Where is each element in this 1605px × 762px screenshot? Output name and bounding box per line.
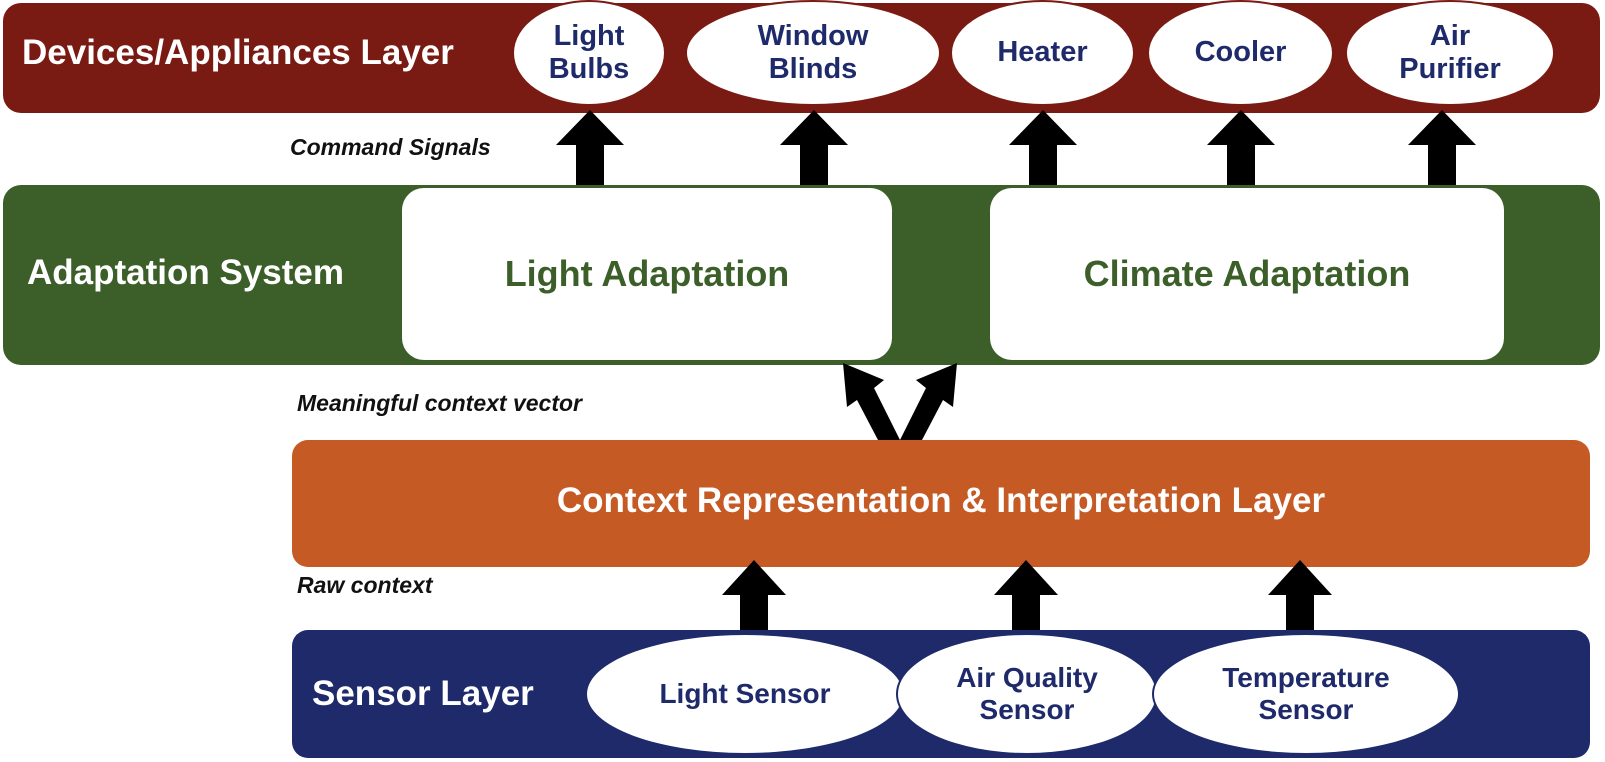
arrow-up-icon — [1009, 110, 1077, 185]
device-line2: Blinds — [768, 53, 858, 85]
device-line2: Bulbs — [548, 53, 630, 85]
arrow-up-right-icon — [900, 363, 957, 440]
arrow-up-left-icon — [843, 363, 900, 440]
context-layer-bar — [292, 440, 1590, 567]
raw-context-label: Raw context — [297, 572, 433, 598]
arrow-up-icon — [722, 560, 786, 630]
arrow-up-icon — [1408, 110, 1476, 185]
context-layer-label: Context Representation & Interpretation … — [556, 481, 1326, 520]
light-sensor-node: Light Sensor — [585, 633, 905, 755]
light-adaptation-box: Light Adaptation — [402, 188, 892, 360]
arrow-up-icon — [1268, 560, 1332, 630]
device-line1: Window — [757, 19, 869, 52]
device-line1: Heater — [997, 36, 1088, 69]
arrow-up-icon — [994, 560, 1058, 630]
sensor-layer-label: Sensor Layer — [312, 674, 534, 713]
device-line2: Purifier — [1399, 53, 1501, 85]
adaptation-system-label: Adaptation System — [27, 253, 344, 292]
sensor-line1: Light Sensor — [659, 677, 831, 709]
sensor-line2: Sensor — [1258, 694, 1354, 725]
cooler-node: Cooler — [1147, 0, 1334, 106]
device-line1: Cooler — [1194, 36, 1287, 69]
light-adaptation-label: Light Adaptation — [504, 253, 790, 294]
heater-node: Heater — [950, 0, 1135, 106]
devices-layer-label: Devices/Appliances Layer — [22, 33, 454, 72]
device-line1: Light — [553, 19, 625, 52]
sensor-line1: Air Quality — [956, 661, 1098, 693]
sensor-line1: Temperature — [1222, 661, 1390, 693]
device-line1: Air — [1429, 19, 1471, 52]
arrow-up-icon — [556, 110, 624, 185]
climate-adaptation-label: Climate Adaptation — [1083, 253, 1411, 294]
arrow-up-icon — [780, 110, 848, 185]
sensor-line2: Sensor — [979, 694, 1075, 725]
climate-adaptation-box: Climate Adaptation — [990, 188, 1504, 360]
arrow-up-icon — [1207, 110, 1275, 185]
command-signals-label: Command Signals — [290, 134, 491, 160]
meaningful-context-label: Meaningful context vector — [297, 390, 582, 416]
